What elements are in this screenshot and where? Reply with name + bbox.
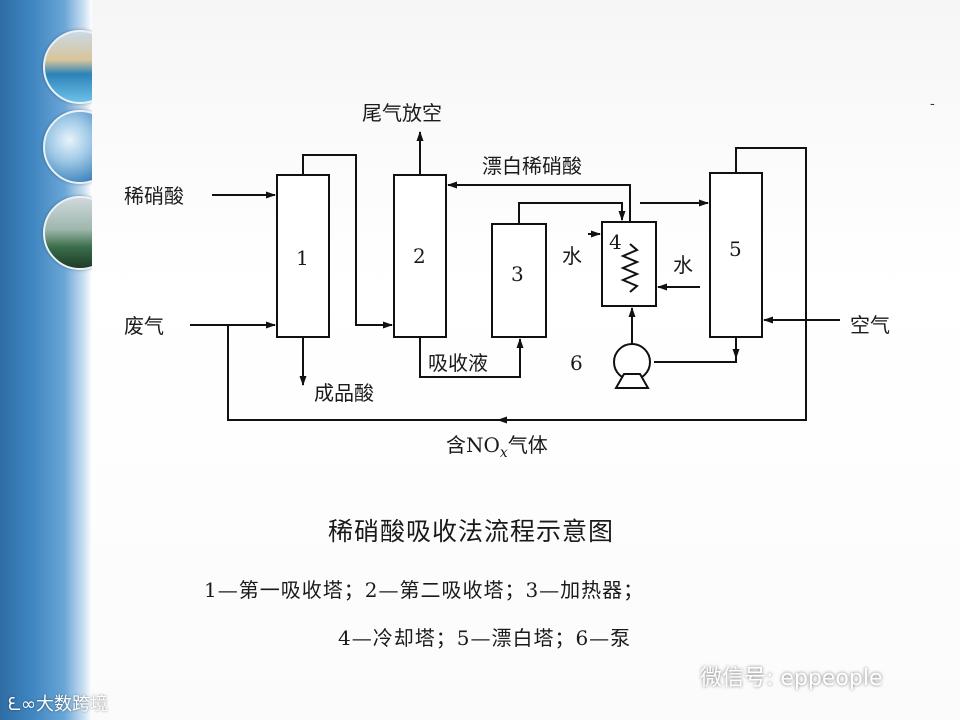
label-product-acid: 成品酸 (314, 381, 374, 405)
label-air: 空气 (850, 313, 890, 337)
label-dilute-acid: 稀硝酸 (124, 184, 184, 208)
nox-subscript: x (500, 445, 508, 461)
cooler-4-number: 4 (609, 230, 622, 254)
legend-line-1: 1—第一吸收塔；2—第二吸收塔；3—加热器； (204, 578, 644, 602)
watermark-wechat-id: 微信号: eppeople (700, 660, 882, 692)
legend-line-2: 4—冷却塔；5—漂白塔；6—泵 (338, 626, 631, 650)
figure-title: 稀硝酸吸收法流程示意图 (328, 517, 614, 546)
heater-3-number: 3 (511, 262, 524, 286)
label-waste-gas: 废气 (124, 314, 164, 338)
tower-1-number: 1 (296, 246, 309, 270)
watermark-logo: ᘍ∞大数跨境 (8, 690, 108, 716)
label-tail-gas: 尾气放空 (362, 101, 442, 125)
label-bleached-acid: 漂白稀硝酸 (482, 154, 582, 178)
pump-6-number: 6 (570, 351, 583, 375)
bleacher-5-number: 5 (729, 237, 742, 261)
label-water-left: 水 (562, 244, 582, 268)
tower-2-number: 2 (413, 244, 426, 268)
label-water-right: 水 (673, 253, 693, 277)
pump-6 (614, 344, 650, 388)
label-nox-gas: 含NOx气体 (446, 433, 548, 461)
label-absorbed-liquid: 吸收液 (428, 351, 488, 375)
